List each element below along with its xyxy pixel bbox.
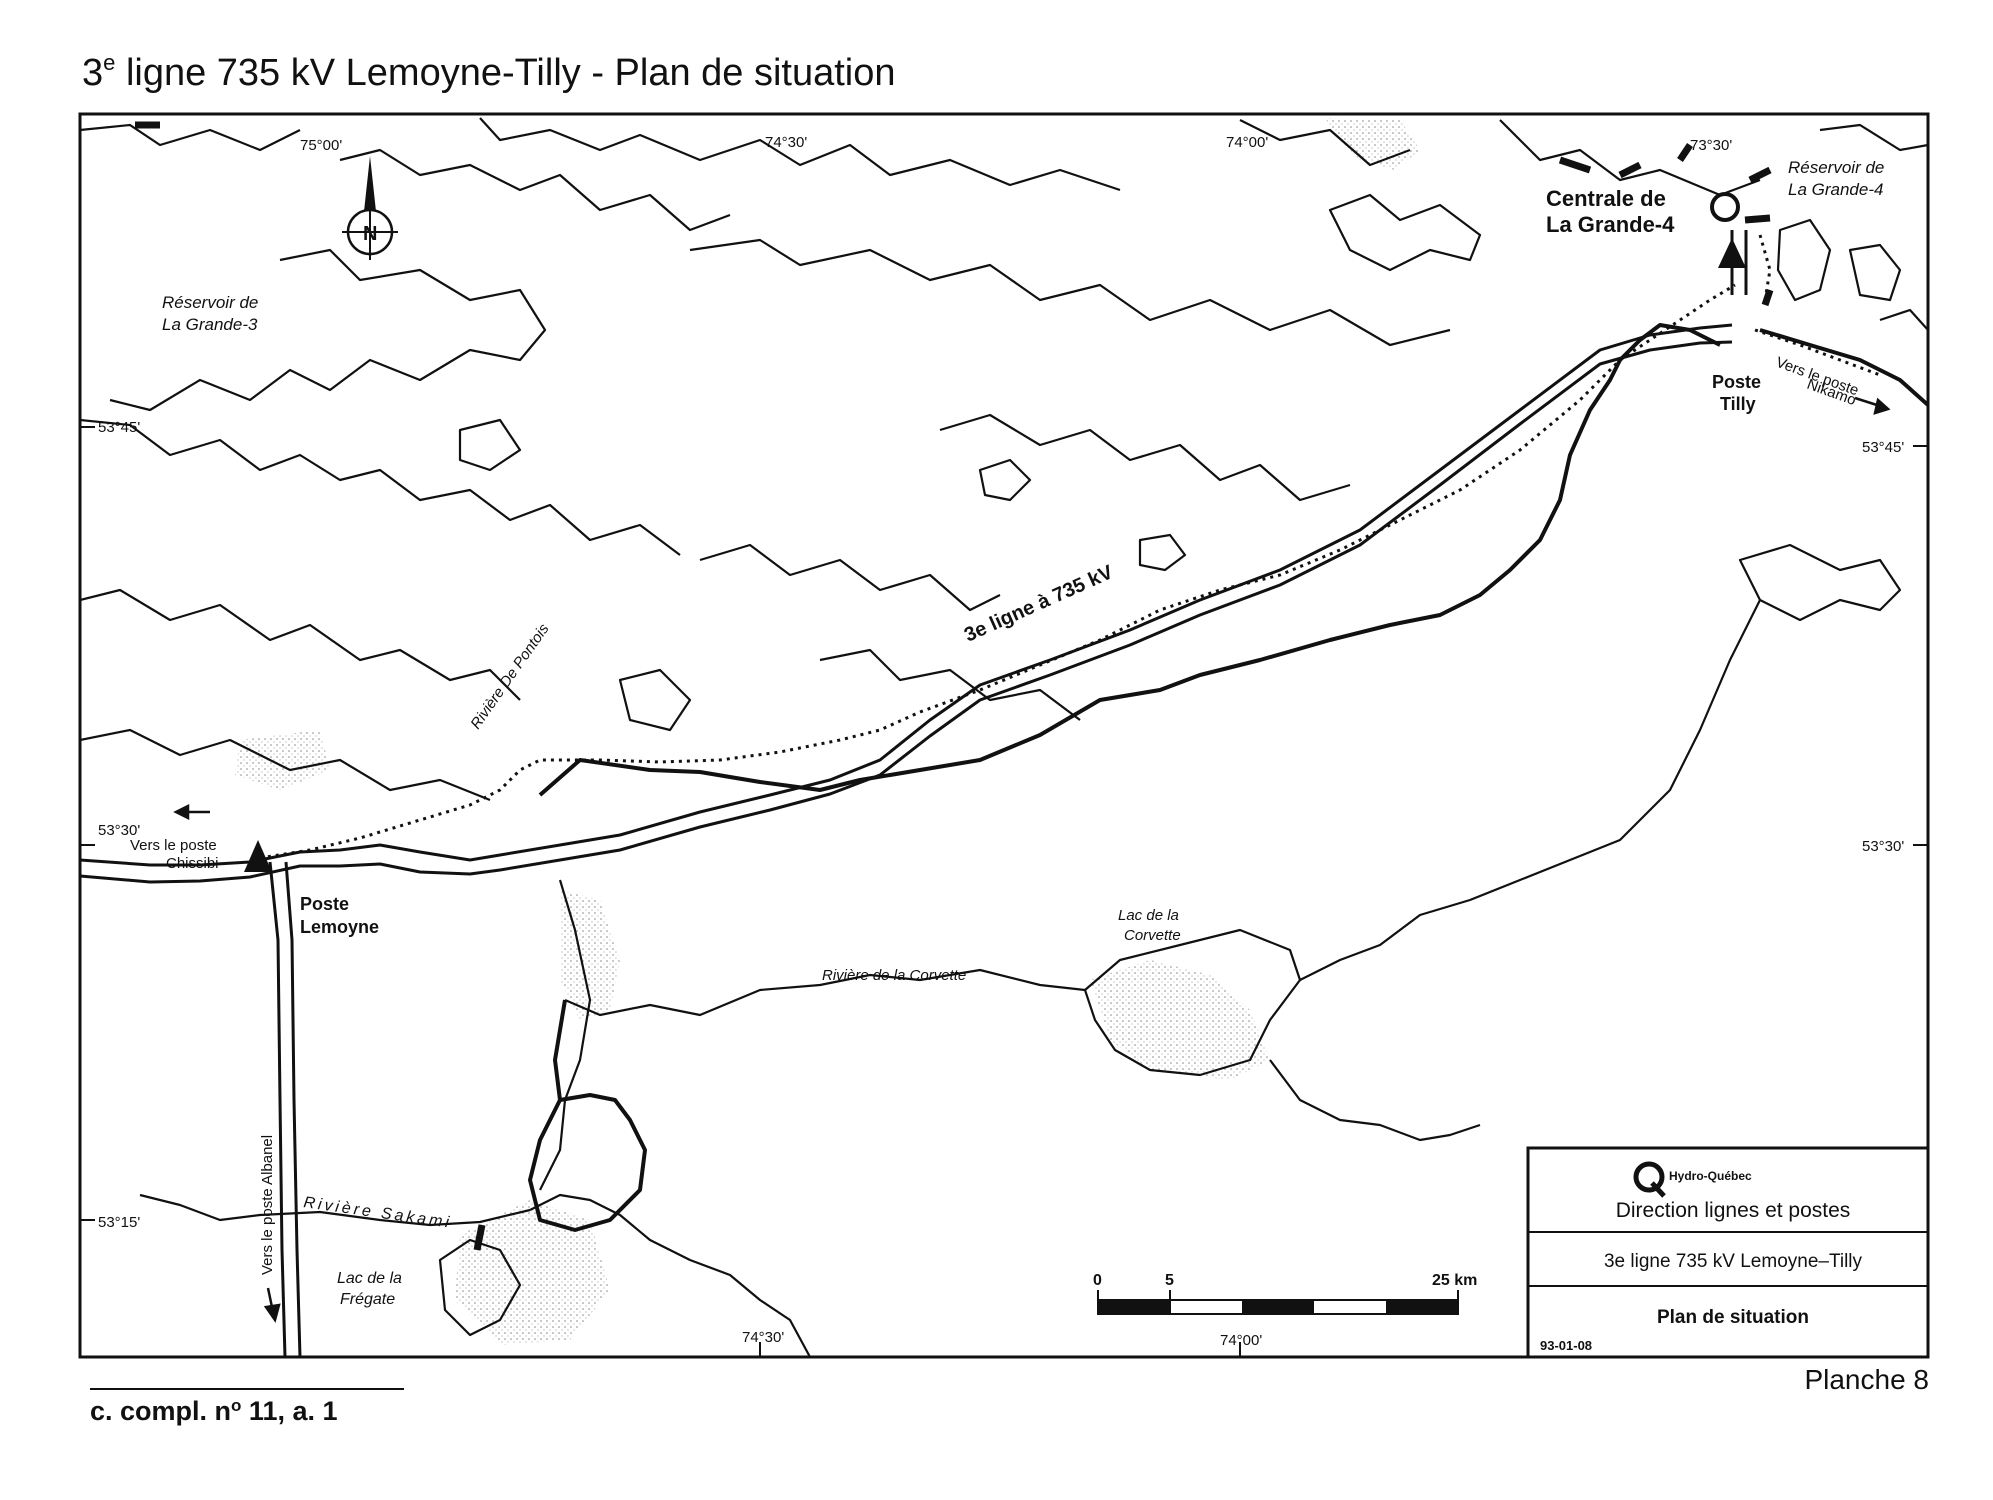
project-label: 3e ligne 735 kV Lemoyne–Tilly: [1604, 1251, 1863, 1272]
stipple-area: [235, 730, 330, 790]
department-label: Direction lignes et postes: [1616, 1199, 1851, 1222]
shoreline: [109, 248, 547, 412]
riviere-corvette: [564, 968, 1086, 1017]
albanel-line-a: [268, 861, 287, 1357]
shoreline: [479, 117, 1121, 192]
document-label: Plan de situation: [1657, 1307, 1809, 1328]
lat-label-53-15-left: 53°15': [98, 1214, 140, 1231]
albanel-line-b: [284, 861, 302, 1357]
island: [1738, 543, 1902, 622]
shoreline: [699, 543, 1001, 612]
lake-bold: [528, 1093, 647, 1232]
lac-corvette-stipple: [1090, 960, 1270, 1080]
lac-corvette-label-2: Corvette: [1124, 927, 1181, 944]
lon-label-75-00: 75°00': [300, 137, 342, 154]
poste-lemoyne-icon: [244, 840, 272, 872]
shoreline: [939, 413, 1351, 502]
lon-label-74-00-bottom: 74°00': [1220, 1332, 1262, 1349]
graticule-ticks: [80, 426, 1928, 1357]
lac-fregate-stipple: [455, 1200, 610, 1345]
direction-arrows: [173, 396, 1891, 1323]
shoreline: [1848, 243, 1902, 302]
lat-label-53-45-right: 53°45': [1862, 439, 1904, 456]
lat-label-53-30-left: 53°30': [98, 822, 140, 839]
river-bold: [1618, 323, 1721, 362]
shoreline: [80, 123, 301, 152]
existing-line-b: [80, 340, 1733, 884]
scale-bar: 0 5 25 km: [1093, 1272, 1477, 1315]
river-bold: [1759, 328, 1928, 407]
footer-rule: [90, 1388, 404, 1390]
existing-line-a: [80, 323, 1733, 867]
shoreline: [689, 238, 1451, 347]
shoreline: [539, 879, 592, 1191]
river-bold: [538, 359, 1622, 797]
lac-corvette-label-1: Lac de la: [1118, 907, 1179, 924]
shoreline: [1819, 123, 1928, 152]
lac-fregate: [438, 1238, 522, 1337]
poste-tilly-icon: [1718, 238, 1746, 268]
poste-tilly-label-1: Poste: [1712, 372, 1761, 392]
date-label: 93-01-08: [1540, 1338, 1592, 1353]
centrale-label-1: Centrale de: [1546, 186, 1666, 211]
stipple-area: [560, 890, 620, 1020]
lat-label-53-45-left: 53°45': [98, 419, 140, 436]
lac-fregate-label-2: Frégate: [340, 1291, 395, 1308]
scale-tick-0: 0: [1093, 1272, 1102, 1289]
reservoir-lg4-label-1: Réservoir de: [1788, 158, 1884, 177]
shoreline: [80, 588, 521, 701]
vers-chissibi-label-1: Vers le poste: [130, 837, 217, 854]
page-title: 3e ligne 735 kV Lemoyne-Tilly - Plan de …: [82, 50, 896, 94]
reservoir-lg3-label-2: La Grande-3: [162, 315, 258, 334]
north-arrow-icon: N: [342, 156, 398, 260]
island: [618, 668, 692, 732]
shoreline: [80, 418, 681, 556]
vers-albanel-label: Vers le poste Albanel: [259, 1135, 276, 1275]
footer-note: c. compl. no 11, a. 1: [90, 1396, 338, 1426]
north-letter: N: [363, 223, 377, 245]
island: [978, 458, 1032, 502]
dams: [135, 121, 1774, 1251]
organization-label: Hydro-Québec: [1669, 1169, 1752, 1183]
hydro-quebec-logo-icon: [1633, 1161, 1665, 1193]
lac-fregate-label-1: Lac de la: [337, 1270, 402, 1287]
title-block: Hydro-Québec Direction lignes et postes …: [1526, 1146, 1930, 1359]
island: [1138, 533, 1187, 572]
shoreline: [819, 648, 1081, 721]
lon-label-74-00-top: 74°00': [1226, 134, 1268, 151]
lac-corvette: [1083, 928, 1302, 1077]
poste-lemoyne-label-1: Poste: [300, 894, 349, 914]
shoreline: [1269, 1059, 1481, 1142]
river-bold: [553, 999, 567, 1101]
vers-chissibi-label-2: Chissibi: [166, 855, 219, 872]
island: [1328, 193, 1482, 272]
stipple-area: [1325, 118, 1420, 170]
shoreline: [80, 728, 491, 802]
poste-lemoyne-label-2: Lemoyne: [300, 917, 379, 937]
scale-tick-5: 5: [1165, 1272, 1174, 1289]
hydrography: [80, 117, 1928, 1357]
centrale-label-2: La Grande-4: [1546, 212, 1675, 237]
shoreline: [1879, 308, 1928, 331]
planche-number: Planche 8: [1804, 1364, 1929, 1395]
lac-corvette-east-shore: [1299, 599, 1761, 981]
island: [458, 418, 522, 472]
lat-label-53-30-right: 53°30': [1862, 838, 1904, 855]
reservoir-lg4-label-2: La Grande-4: [1788, 180, 1883, 199]
lon-label-74-30-top: 74°30': [765, 134, 807, 151]
shoreline: [1239, 119, 1411, 167]
reservoir-lg3-label-1: Réservoir de: [162, 293, 258, 312]
riviere-sakami: [139, 1193, 531, 1227]
scale-tick-25: 25 km: [1432, 1272, 1477, 1289]
shoreline: [1776, 218, 1832, 302]
sakami-lower: [529, 1193, 811, 1357]
shoreline: [339, 148, 731, 232]
lon-label-73-30: 73°30': [1690, 137, 1732, 154]
lon-label-74-30-bottom: 74°30': [742, 1329, 784, 1346]
riviere-corvette-label: Rivière de la Corvette: [822, 967, 966, 984]
poste-tilly-label-2: Tilly: [1720, 394, 1756, 414]
centrale-icon: [1710, 192, 1740, 222]
